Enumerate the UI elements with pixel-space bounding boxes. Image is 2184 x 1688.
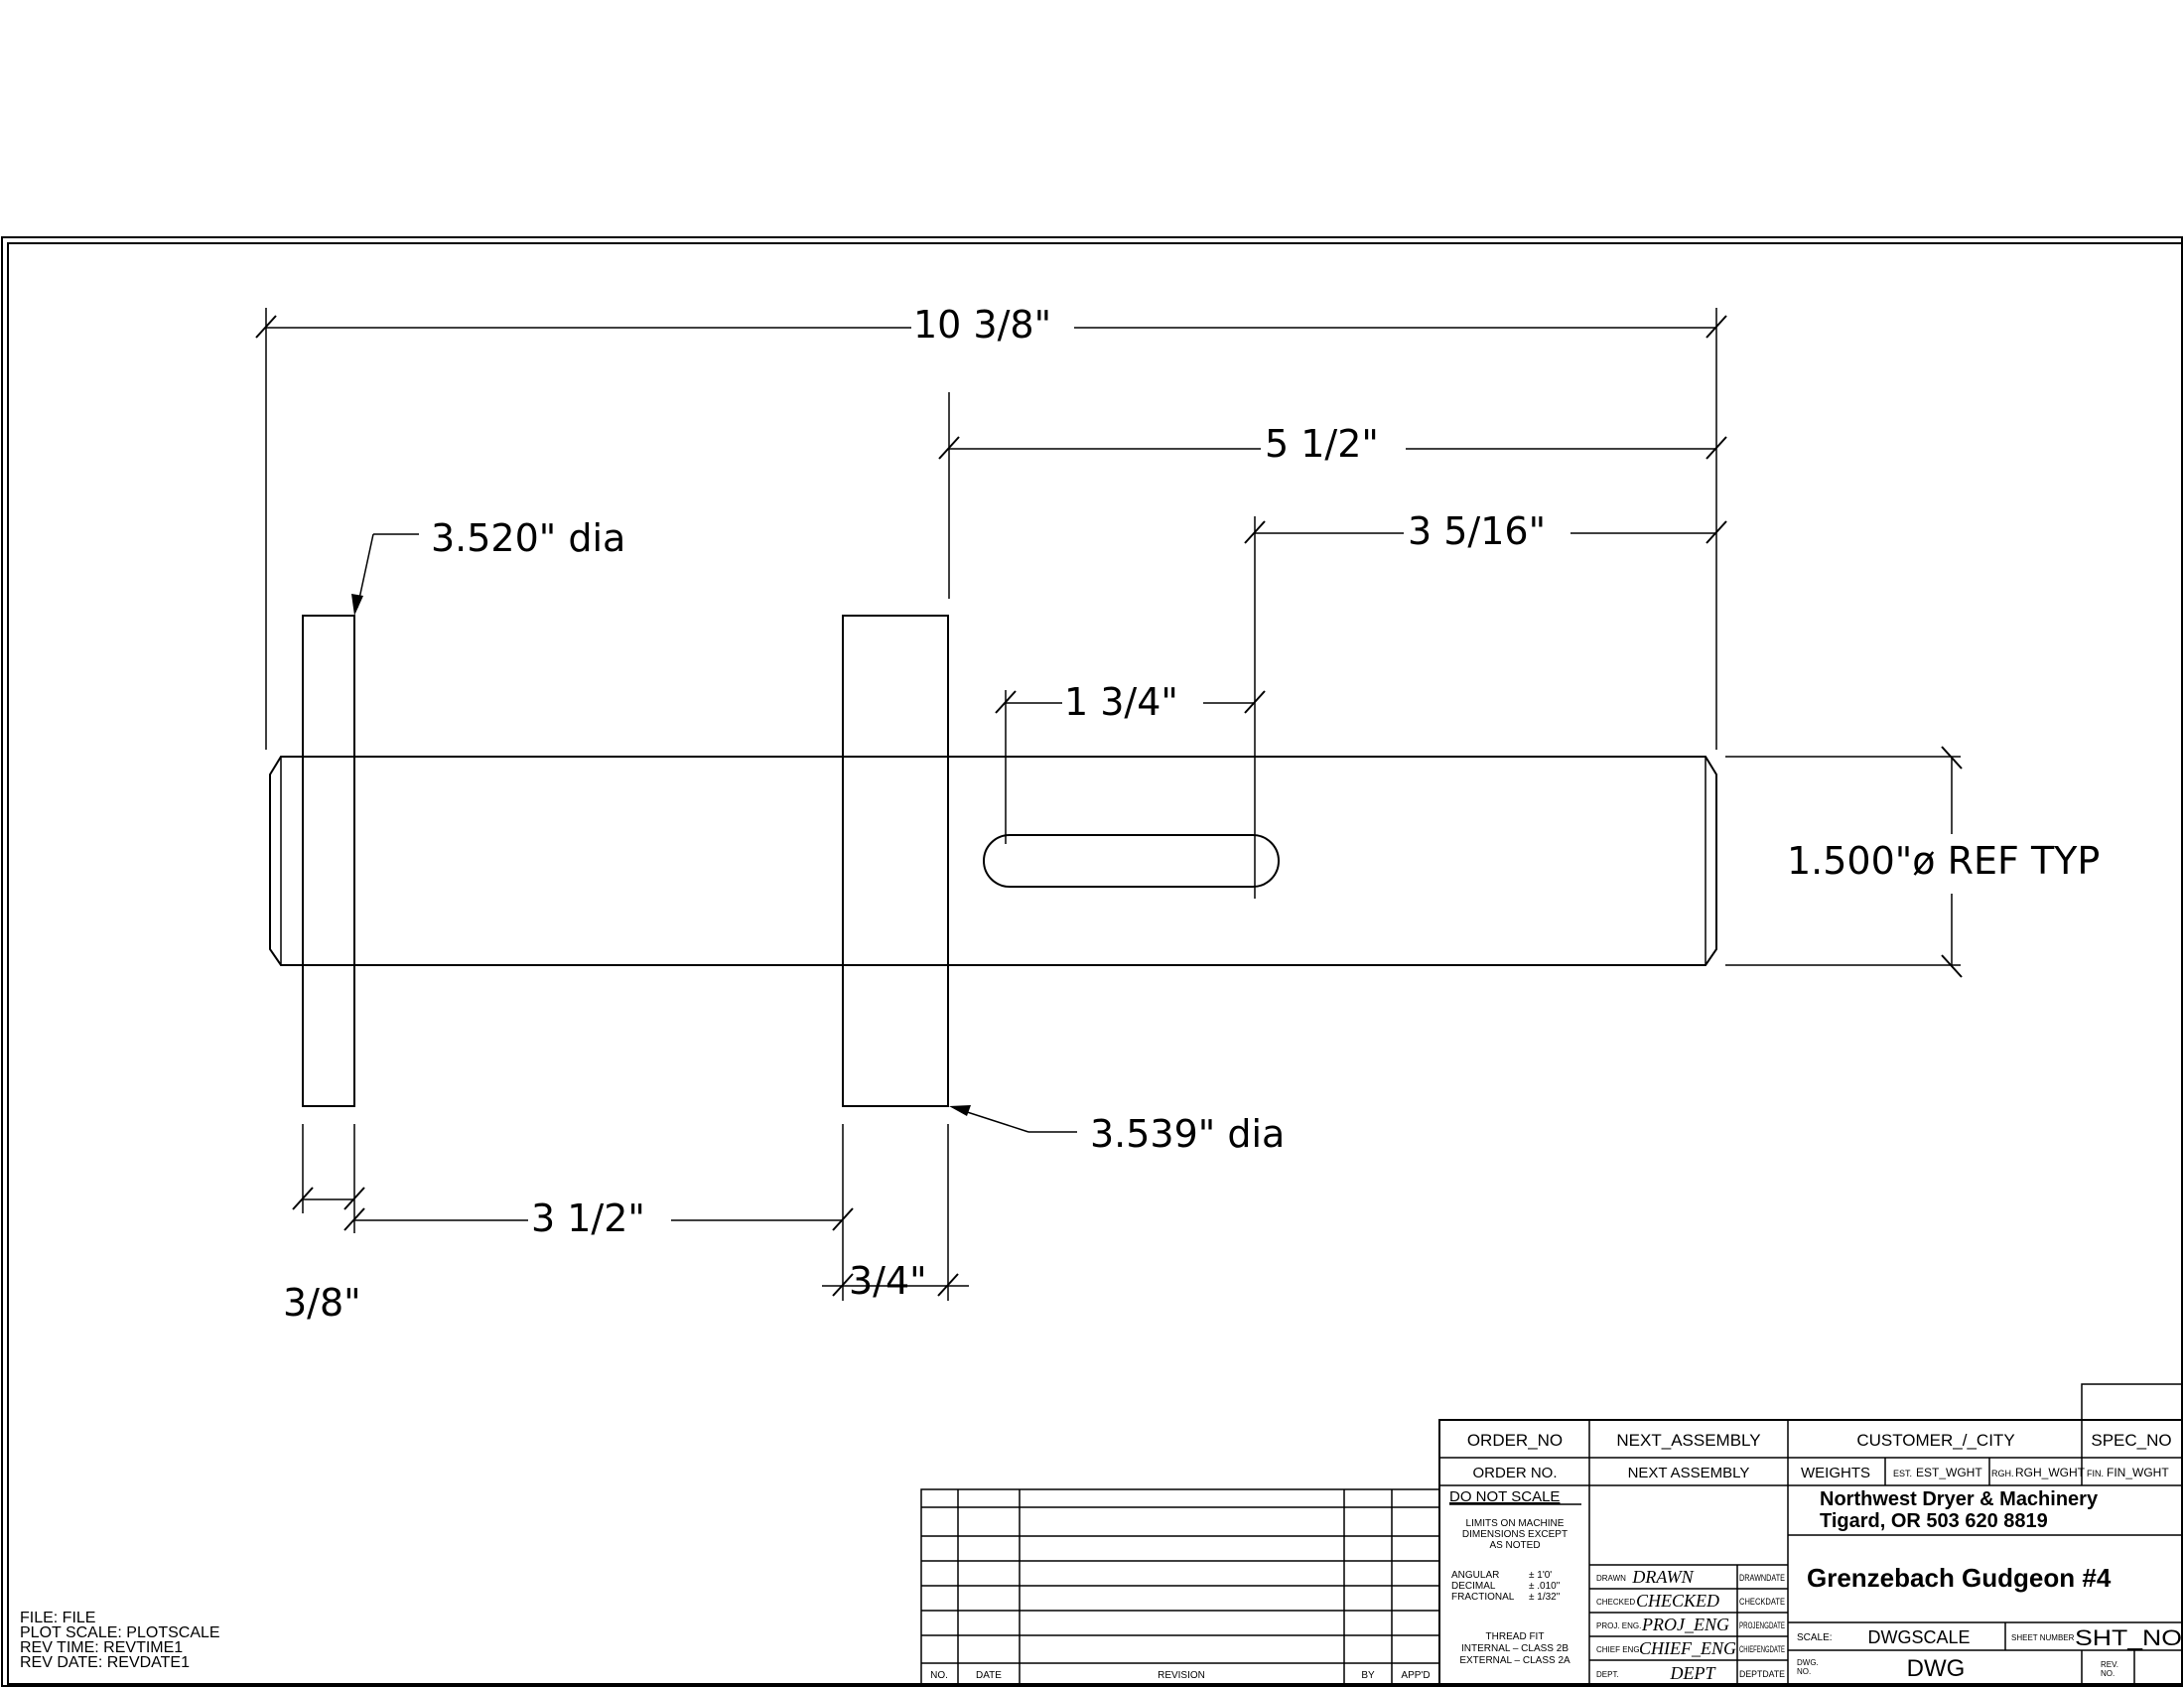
second-collar-distance-dimension: 5 1/2" <box>1265 422 1379 466</box>
rgh-weight-value: RGH_WGHT <box>2015 1466 2086 1479</box>
checked-label: CHECKED <box>1596 1598 1635 1607</box>
plot-rev-date: REV DATE: REVDATE1 <box>20 1654 190 1671</box>
customer-city: CUSTOMER_/_CITY <box>1856 1431 2014 1450</box>
decimal-tolerance: ± .010" <box>1529 1581 1561 1592</box>
sheet-number-value: SHT_NO <box>2075 1625 2182 1650</box>
revision-header-revision: REVISION <box>1158 1670 1205 1681</box>
keyway-slot <box>983 834 1280 888</box>
keyway-length-dimension: 1 3/4" <box>1064 680 1178 724</box>
company-name: Northwest Dryer & Machinery <box>1820 1488 2099 1510</box>
second-collar <box>842 615 949 1107</box>
dwg-number: DWG <box>1907 1655 1966 1682</box>
fractional-label: FRACTIONAL <box>1451 1592 1515 1603</box>
est-weight-label: EST. <box>1893 1469 1912 1478</box>
plot-rev-time: REV TIME: REVTIME1 <box>20 1639 183 1656</box>
drawn-date: DRAWNDATE <box>1739 1573 1785 1583</box>
next-assembly-label: NEXT ASSEMBLY <box>1628 1465 1750 1481</box>
rev-label-line-2: NO. <box>2101 1669 2115 1678</box>
do-not-scale-note: DO NOT SCALE <box>1449 1488 1560 1505</box>
fin-weight-value: FIN_WGHT <box>2107 1466 2169 1479</box>
scale-value: DWGSCALE <box>1867 1627 1970 1647</box>
rev-label-line-1: REV. <box>2101 1660 2118 1669</box>
first-collar-diameter-callout: 3.520" dia <box>431 516 625 560</box>
limits-note-2: DIMENSIONS EXCEPT <box>1462 1529 1568 1540</box>
revision-header-appd: APP'D <box>1401 1670 1430 1681</box>
limits-note-1: LIMITS ON MACHINE <box>1466 1518 1565 1529</box>
second-collar-diameter-callout: 3.539" dia <box>1090 1112 1285 1156</box>
keyway-distance-dimension: 3 5/16" <box>1408 509 1546 553</box>
sheet-number-label: SHEET NUMBER <box>2011 1633 2075 1642</box>
drawn-by: DRAWN <box>1631 1567 1694 1587</box>
next-assembly-value: NEXT_ASSEMBLY <box>1616 1431 1760 1450</box>
angular-label: ANGULAR <box>1451 1570 1499 1581</box>
fin-weight-label: FIN. <box>2087 1469 2104 1478</box>
company-address: Tigard, OR 503 620 8819 <box>1820 1510 2048 1532</box>
second-collar-width-dimension: 3/4" <box>849 1259 927 1303</box>
first-collar <box>302 615 355 1107</box>
thread-fit-label: THREAD FIT <box>1486 1631 1545 1642</box>
rgh-weight-label: RGH. <box>1991 1469 2014 1478</box>
order-no-value: ORDER_NO <box>1467 1431 1563 1450</box>
scale-label: SCALE: <box>1797 1632 1833 1643</box>
overall-length-dimension: 10 3/8" <box>913 303 1051 347</box>
limits-note-3: AS NOTED <box>1489 1540 1540 1551</box>
drawn-label: DRAWN <box>1596 1574 1626 1583</box>
plot-file: FILE: FILE <box>20 1610 95 1626</box>
fractional-tolerance: ± 1/32" <box>1529 1592 1561 1603</box>
dept-by: DEPT <box>1670 1663 1717 1683</box>
decimal-label: DECIMAL <box>1451 1581 1496 1592</box>
dept-label: DEPT. <box>1596 1670 1619 1679</box>
thread-fit-internal: INTERNAL – CLASS 2B <box>1461 1643 1569 1654</box>
shaft-outline <box>269 756 1717 966</box>
revision-header-by: BY <box>1361 1670 1375 1681</box>
title-block: ORDER_NO ORDER NO. NEXT_ASSEMBLY NEXT AS… <box>1438 1383 2183 1685</box>
plot-info: FILE: FILE PLOT SCALE: PLOTSCALE REV TIM… <box>20 1610 220 1671</box>
weights-label: WEIGHTS <box>1801 1465 1870 1481</box>
revision-header-no: NO. <box>930 1670 948 1681</box>
chief-eng-date: CHIEFENGDATE <box>1739 1644 1785 1654</box>
dimension-lines: 10 3/8" 5 1/2" 3 5/16" 1 3/4" 1.500"ø RE… <box>255 303 2100 1325</box>
checked-by: CHECKED <box>1636 1591 1719 1611</box>
first-collar-width-dimension: 3/8" <box>283 1281 361 1325</box>
dwg-label-line-1: DWG. <box>1797 1658 1819 1667</box>
dept-date: DEPTDATE <box>1739 1669 1785 1679</box>
shaft-diameter-dimension: 1.500"ø REF TYP <box>1787 839 2100 883</box>
proj-eng-label: PROJ. ENG. <box>1596 1621 1641 1630</box>
chief-eng-by: CHIEF_ENG <box>1639 1638 1736 1658</box>
gudgeon-part <box>269 615 1717 1107</box>
revision-table: NO. DATE REVISION BY APP'D <box>920 1488 1440 1685</box>
proj-eng-date: PROJENGDATE <box>1739 1620 1785 1630</box>
spec-no: SPEC_NO <box>2091 1431 2171 1450</box>
drawing-title: Grenzebach Gudgeon #4 <box>1807 1563 2112 1593</box>
thread-fit-external: EXTERNAL – CLASS 2A <box>1459 1655 1570 1666</box>
revision-header-date: DATE <box>976 1670 1002 1681</box>
proj-eng-by: PROJ_ENG <box>1641 1615 1729 1634</box>
order-no-label: ORDER NO. <box>1472 1465 1557 1481</box>
chief-eng-label: CHIEF ENG. <box>1596 1645 1642 1654</box>
est-weight-value: EST_WGHT <box>1916 1466 1982 1479</box>
angular-tolerance: ± 1'0' <box>1529 1570 1552 1581</box>
plot-scale: PLOT SCALE: PLOTSCALE <box>20 1624 220 1641</box>
dwg-label-line-2: NO. <box>1797 1667 1811 1676</box>
checked-date: CHECKDATE <box>1739 1597 1785 1607</box>
collar-spacing-dimension: 3 1/2" <box>531 1196 645 1240</box>
